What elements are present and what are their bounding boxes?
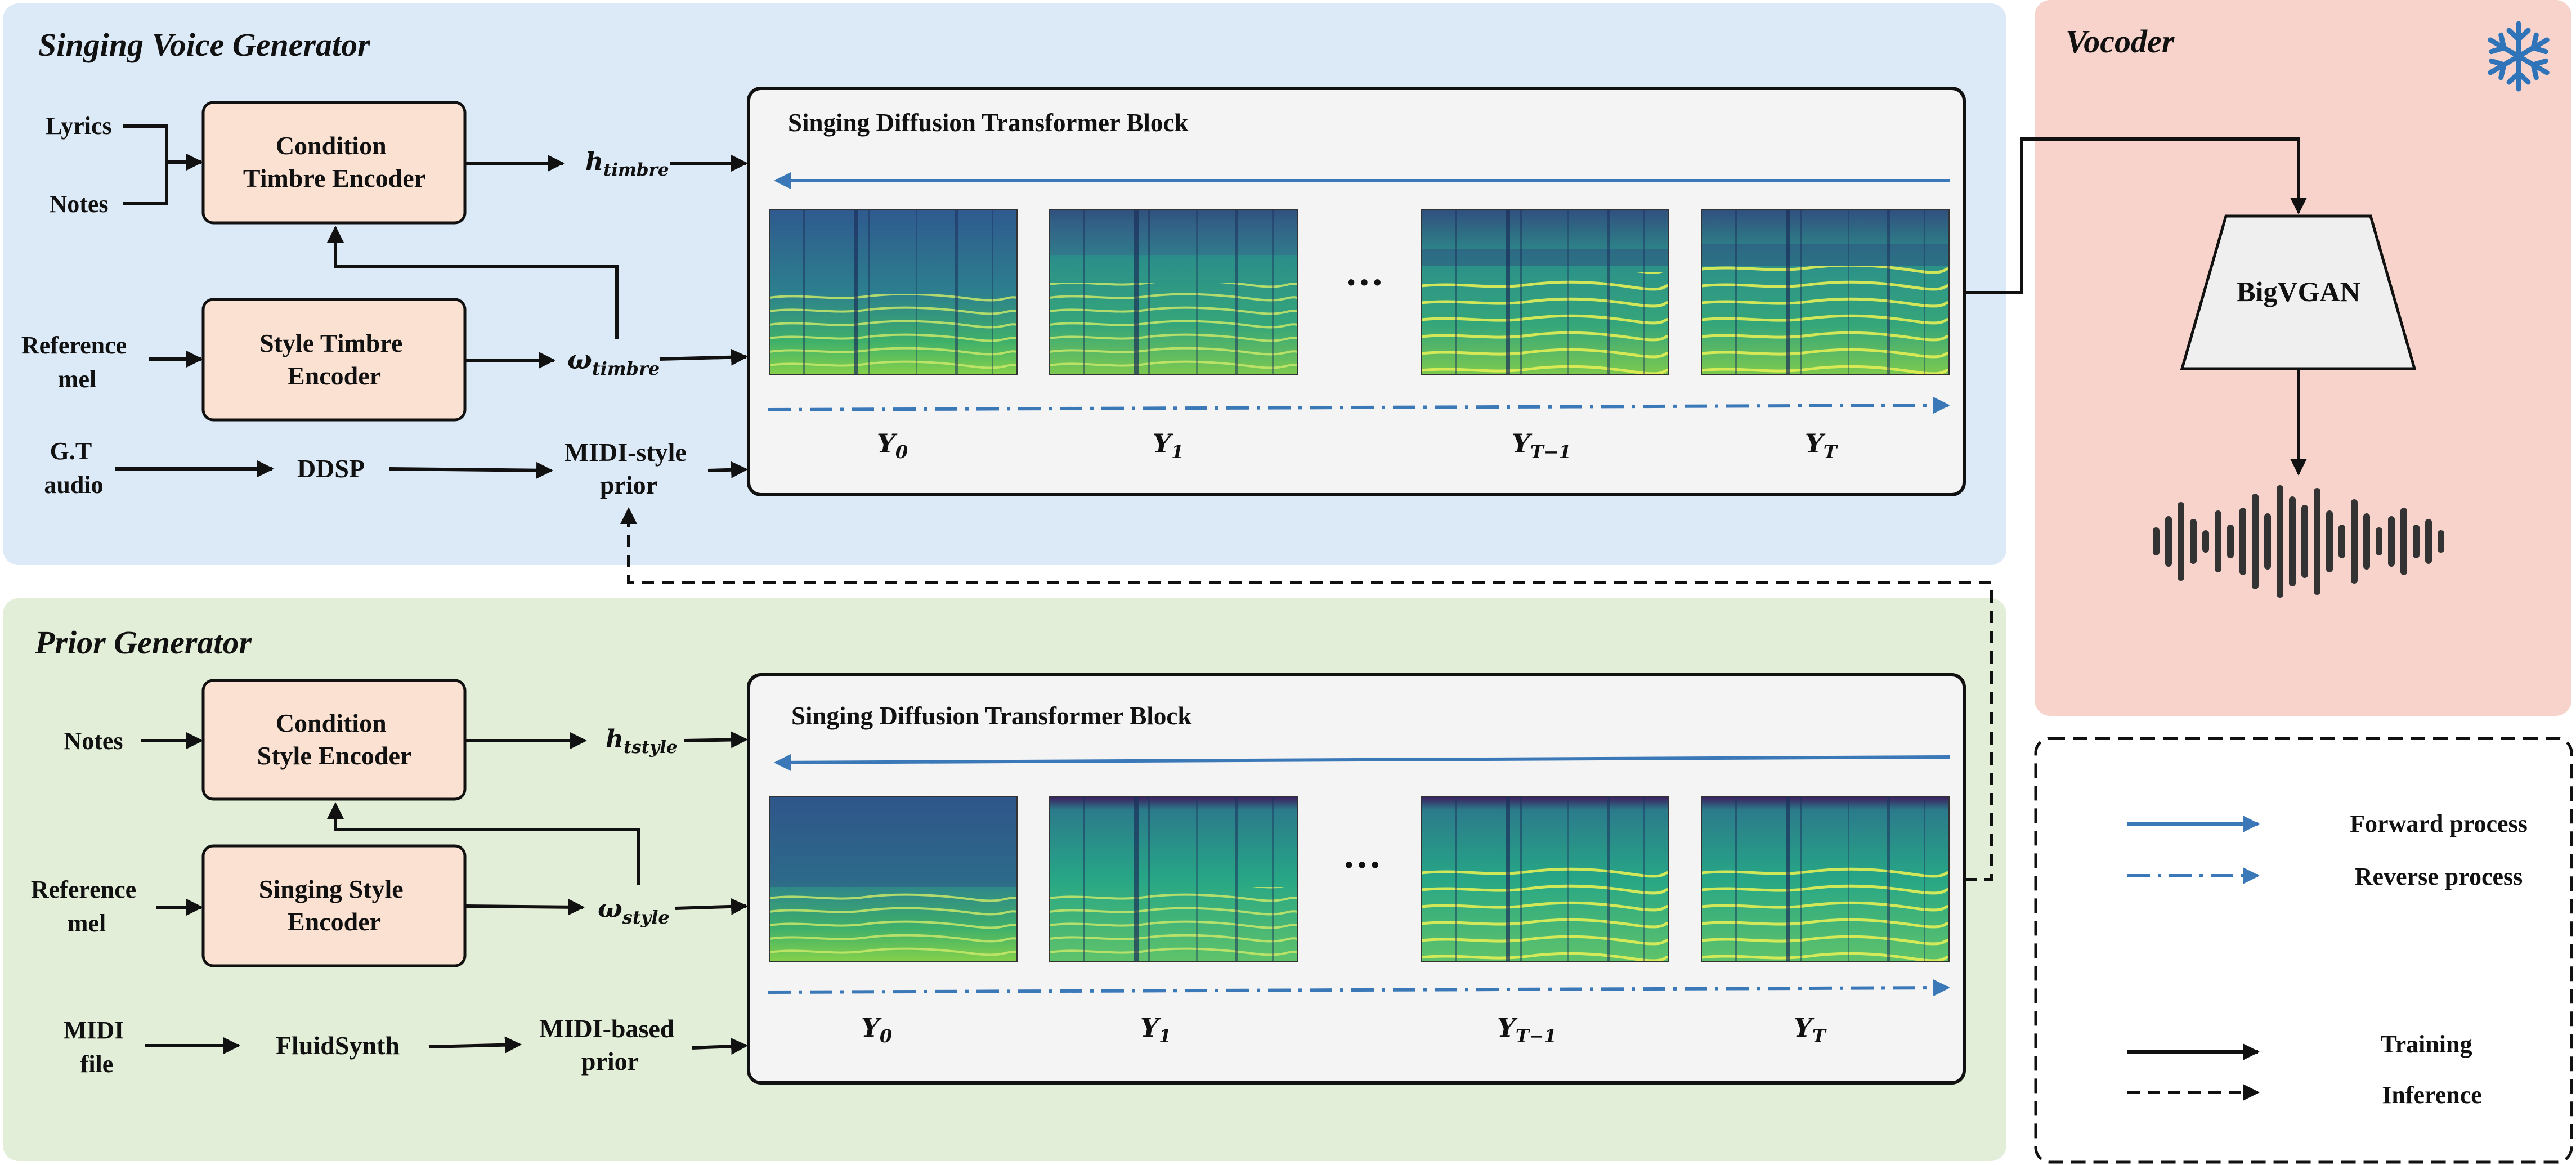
prior-notes-input-label: Notes bbox=[64, 727, 123, 755]
notes-input-label: Notes bbox=[49, 190, 108, 218]
lyrics-notes-bracket bbox=[123, 124, 168, 205]
waveform-bar bbox=[2314, 488, 2320, 595]
legend-training-label: Training bbox=[2380, 1030, 2472, 1058]
inference-link-prior-to-svg bbox=[620, 507, 1993, 881]
spectrogram-yt1-top bbox=[1421, 209, 1669, 375]
style-timbre-encoder-label: Style Timbre Encoder bbox=[259, 329, 409, 390]
ellipsis-bottom: ··· bbox=[1342, 844, 1382, 887]
spectrogram-yt-top bbox=[1701, 209, 1950, 375]
midi-based-prior-label: MIDI-based prior bbox=[539, 1014, 681, 1076]
spectrogram-y1-top bbox=[1049, 209, 1298, 375]
condition-style-encoder-label: Condition Style Encoder bbox=[257, 709, 412, 770]
bigvgan-block bbox=[2180, 214, 2417, 370]
ddsp-label: DDSP bbox=[297, 454, 365, 483]
waveform-bar bbox=[2202, 530, 2209, 553]
singing-voice-generator-title: Singing Voice Generator bbox=[38, 26, 370, 63]
waveform-bar bbox=[2413, 525, 2420, 558]
waveform-bar bbox=[2264, 513, 2271, 570]
waveform-bar bbox=[2425, 519, 2432, 564]
arrow-omega-timbre-to-condition bbox=[327, 226, 619, 339]
forward-process-arrow-bottom bbox=[774, 754, 1951, 771]
arrow-omega-style-to-condition bbox=[327, 802, 640, 885]
arrow-omega-style-to-transformer bbox=[675, 898, 748, 915]
prior-reference-mel-label: Reference mel bbox=[31, 876, 142, 937]
omega-style-label: ωstyle bbox=[598, 893, 670, 928]
legend-forward-label: Forward process bbox=[2350, 810, 2528, 837]
singing-style-encoder bbox=[201, 844, 467, 967]
waveform-bar bbox=[2239, 508, 2246, 575]
spectrogram-y0-bottom bbox=[769, 796, 1018, 962]
midi-style-prior-label: MIDI-style prior bbox=[565, 438, 693, 499]
step-label-y1-bottom: Y1 bbox=[1140, 1012, 1171, 1047]
waveform-bar bbox=[2215, 510, 2221, 572]
gt-audio-label: G.T audio bbox=[44, 437, 103, 499]
waveform-bar bbox=[2388, 516, 2395, 567]
waveform-bar bbox=[2338, 525, 2345, 558]
arrow-h-tstyle-to-transformer bbox=[684, 731, 748, 749]
waveform-bar bbox=[2351, 499, 2358, 584]
ellipsis-top: ··· bbox=[1345, 261, 1384, 304]
bigvgan-label: BigVGAN bbox=[2237, 276, 2360, 307]
legend-inference-label: Inference bbox=[2382, 1081, 2482, 1109]
waveform-bar bbox=[2376, 527, 2382, 555]
spectrogram-yt-bottom bbox=[1701, 796, 1950, 962]
step-label-yt-bottom: YT bbox=[1794, 1012, 1827, 1047]
h-timbre-label: htimbre bbox=[585, 147, 669, 180]
lyrics-input-label: Lyrics bbox=[46, 112, 111, 140]
prior-generator-title: Prior Generator bbox=[34, 624, 252, 661]
singing-transformer-title-bottom: Singing Diffusion Transformer Block bbox=[791, 702, 1191, 730]
step-label-y0-top: Y0 bbox=[877, 428, 908, 463]
omega-timbre-label: ωtimbre bbox=[567, 344, 660, 379]
waveform-bar bbox=[2438, 530, 2444, 553]
waveform-bar bbox=[2227, 525, 2234, 558]
spectrogram-y0-top bbox=[769, 209, 1018, 375]
reference-mel-label: Reference mel bbox=[21, 331, 133, 393]
step-label-y1-top: Y1 bbox=[1153, 428, 1184, 463]
waveform-bar bbox=[2165, 516, 2172, 567]
waveform-icon bbox=[2153, 485, 2444, 598]
arrow-transformer-to-bigvgan bbox=[1964, 137, 2307, 294]
vocoder-title: Vocoder bbox=[2066, 23, 2175, 60]
condition-style-encoder bbox=[201, 679, 467, 801]
step-label-y0-bottom: Y0 bbox=[861, 1012, 892, 1047]
arrow-prior-to-transformer bbox=[707, 461, 748, 478]
style-timbre-encoder bbox=[201, 298, 467, 422]
waveform-bar bbox=[2326, 510, 2333, 572]
waveform-bar bbox=[2301, 505, 2308, 578]
legend-box bbox=[2034, 737, 2573, 1164]
waveform-bar bbox=[2363, 513, 2370, 570]
spectrogram-yt1-bottom bbox=[1421, 796, 1669, 962]
condition-timbre-encoder-label: Condition Timbre Encoder bbox=[243, 131, 425, 192]
step-label-yt1-bottom: YT−1 bbox=[1497, 1012, 1557, 1047]
singing-style-encoder-label: Singing Style Encoder bbox=[259, 875, 410, 936]
condition-timbre-encoder bbox=[201, 101, 467, 225]
midi-file-label: MIDI file bbox=[64, 1016, 131, 1078]
step-label-yt-top: YT bbox=[1805, 428, 1838, 463]
waveform-bar bbox=[2252, 494, 2259, 589]
waveform-bar bbox=[2289, 496, 2296, 586]
waveform-bar bbox=[2277, 485, 2283, 598]
reverse-process-arrow-bottom bbox=[768, 979, 1950, 997]
arrow-singing-style-to-omega bbox=[464, 898, 585, 916]
waveform-bar bbox=[2400, 508, 2407, 575]
waveform-bar bbox=[2153, 527, 2160, 555]
fluidsynth-label: FluidSynth bbox=[276, 1031, 400, 1060]
waveform-bar bbox=[2178, 502, 2184, 581]
spectrogram-y1-bottom bbox=[1049, 796, 1298, 962]
legend-reverse-label: Reverse process bbox=[2355, 863, 2523, 890]
snowflake-icon bbox=[2485, 21, 2551, 89]
arrow-omega-timbre-to-transformer bbox=[659, 348, 748, 366]
singing-transformer-title-top: Singing Diffusion Transformer Block bbox=[788, 109, 1188, 137]
reverse-process-arrow-top bbox=[768, 397, 1950, 414]
arrow-ddsp-to-prior bbox=[389, 461, 553, 479]
step-label-yt1-top: YT−1 bbox=[1512, 428, 1571, 463]
h-tstyle-label: htstyle bbox=[606, 725, 678, 758]
arrow-midi-prior-to-transformer bbox=[692, 1038, 748, 1055]
waveform-bar bbox=[2190, 519, 2197, 564]
arrow-fluidsynth-to-prior bbox=[428, 1036, 522, 1054]
